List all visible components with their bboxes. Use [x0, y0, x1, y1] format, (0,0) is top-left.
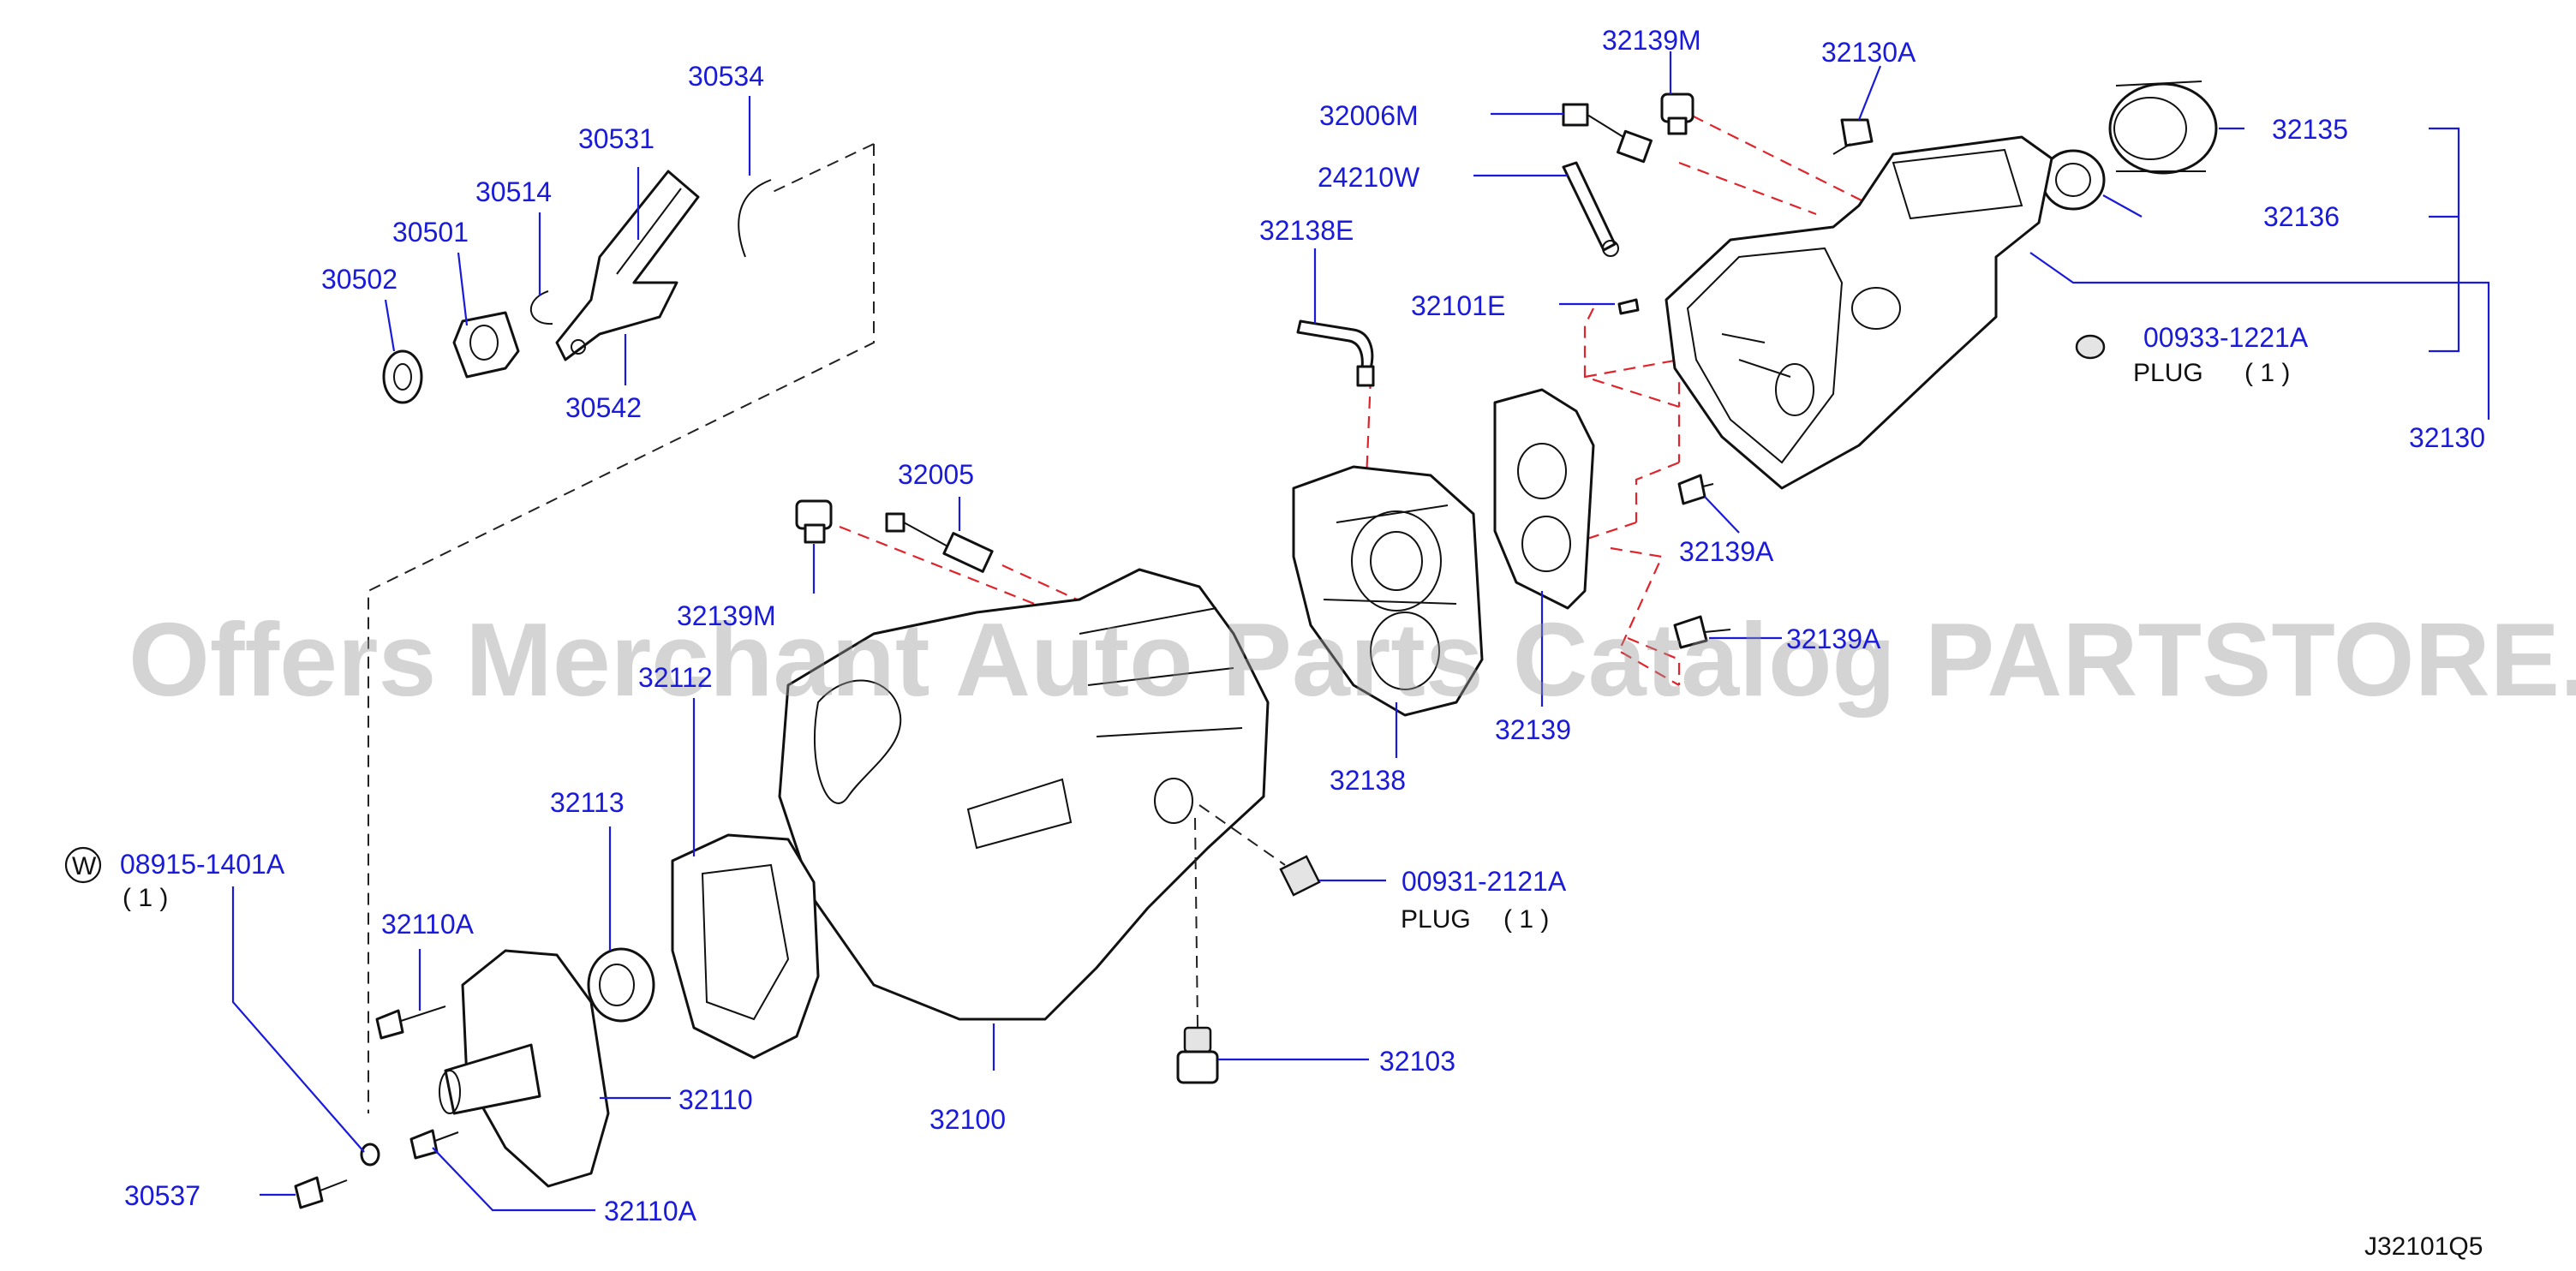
part-32138-adapter-plate	[1292, 465, 1484, 717]
part-32103-drain-plug	[1176, 1026, 1219, 1084]
label-32139A-lower[interactable]: 32139A	[1786, 624, 1881, 654]
part-32138E-breather	[1296, 319, 1374, 370]
label-30502[interactable]: 30502	[321, 264, 397, 295]
label-32138[interactable]: 32138	[1330, 765, 1406, 796]
label-32136[interactable]: 32136	[2263, 201, 2340, 232]
group-outline-shift	[368, 144, 875, 1113]
part-32113-seal	[587, 947, 655, 1023]
plug-32103-guide	[1194, 817, 1198, 1029]
part-30534-spring	[738, 179, 772, 258]
plug-00931-guide	[1198, 804, 1286, 866]
part-labels: 30534 30531 30514 30501 30502 30542 3213…	[64, 25, 2485, 1226]
part-32110A-bolt-upper	[375, 1005, 446, 1040]
label-30531[interactable]: 30531	[578, 123, 654, 154]
part-30501-bushing	[452, 311, 520, 379]
part-24210W-strap	[1562, 161, 1617, 252]
diagram-code: J32101Q5	[2364, 1232, 2483, 1261]
label-32135[interactable]: 32135	[2272, 114, 2348, 145]
part-30502-seal	[382, 349, 423, 404]
label-32130A[interactable]: 32130A	[1821, 37, 1916, 68]
label-32103[interactable]: 32103	[1379, 1046, 1455, 1077]
label-32130[interactable]: 32130	[2409, 422, 2485, 453]
washer-symbol: W	[64, 846, 102, 884]
note-plug-right-qty: ( 1 )	[2244, 359, 2290, 387]
note-plug-right: PLUG	[2133, 359, 2203, 387]
part-32100-transmission-case	[778, 568, 1270, 1021]
part-32006M-sensor	[1562, 103, 1653, 164]
part-30537-bolt	[294, 1176, 348, 1209]
part-30531-release-fork	[555, 170, 700, 361]
label-32112[interactable]: 32112	[638, 662, 713, 693]
note-plug-mid: PLUG	[1401, 905, 1471, 934]
label-30542[interactable]: 30542	[565, 392, 642, 423]
label-30537[interactable]: 30537	[124, 1180, 200, 1211]
label-32139A-upper[interactable]: 32139A	[1679, 536, 1774, 567]
leader-lines	[231, 51, 2490, 1212]
label-32110[interactable]: 32110	[678, 1084, 753, 1115]
label-32110A-lower[interactable]: 32110A	[604, 1196, 697, 1226]
label-30501[interactable]: 30501	[392, 217, 469, 248]
label-24210W[interactable]: 24210W	[1318, 162, 1420, 193]
label-32113[interactable]: 32113	[550, 787, 625, 818]
part-32135-seal	[2108, 81, 2218, 175]
label-32110A-upper[interactable]: 32110A	[381, 909, 475, 940]
label-32005[interactable]: 32005	[898, 459, 974, 490]
label-00931-2121A[interactable]: 00931-2121A	[1402, 866, 1567, 897]
label-32139M-top[interactable]: 32139M	[1602, 25, 1701, 56]
svg-text:W: W	[72, 852, 97, 880]
part-08915-1401A-washer	[360, 1143, 380, 1167]
part-00933-1221A-plug	[2075, 334, 2106, 360]
label-08915-1401A[interactable]: 08915-1401A	[120, 849, 285, 880]
label-32006M[interactable]: 32006M	[1319, 100, 1419, 131]
group-outline-top	[770, 143, 875, 194]
part-32130A-bolt	[1832, 118, 1874, 155]
part-32101E-pin	[1617, 298, 1640, 315]
part-32139A-bolt-lower	[1673, 615, 1731, 649]
part-32005-switch	[885, 512, 994, 573]
part-32139-gasket	[1493, 388, 1595, 610]
watermark: Offers Merchant Auto Parts Catalog PARTS…	[129, 601, 2576, 718]
label-30514[interactable]: 30514	[475, 176, 552, 207]
part-32139M-plug-mid	[795, 499, 833, 544]
part-32110-front-cover	[439, 949, 610, 1188]
part-32112-gasket	[671, 833, 820, 1059]
part-30514-clip	[530, 290, 553, 325]
note-plug-mid-qty: ( 1 )	[1503, 905, 1549, 934]
part-00931-2121A-plug	[1279, 855, 1321, 897]
note-08915-qty: ( 1 )	[123, 884, 168, 912]
part-32110A-bolt-lower	[409, 1129, 459, 1160]
part-32130-extension-housing	[1665, 135, 2053, 490]
label-30534[interactable]: 30534	[688, 61, 764, 92]
label-32139[interactable]: 32139	[1495, 714, 1571, 745]
label-32101E[interactable]: 32101E	[1411, 290, 1505, 321]
label-00933-1221A[interactable]: 00933-1221A	[2143, 322, 2309, 353]
label-32139M-mid[interactable]: 32139M	[677, 600, 776, 631]
part-32139M-plug-top	[1660, 92, 1694, 135]
label-32100[interactable]: 32100	[929, 1104, 1006, 1135]
label-32138E[interactable]: 32138E	[1259, 215, 1354, 246]
